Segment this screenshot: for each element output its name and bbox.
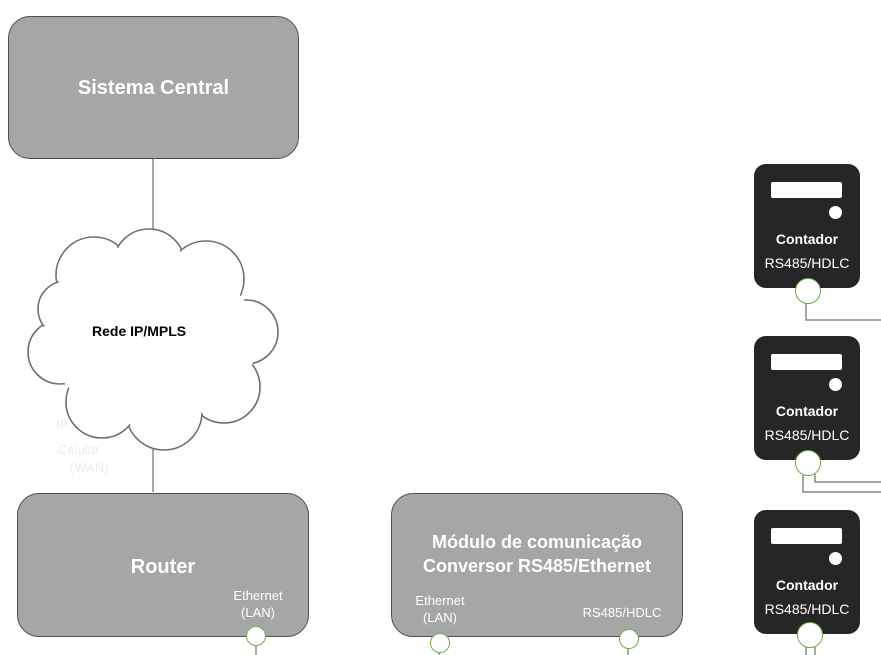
meter-2-button-icon (829, 378, 842, 391)
meter-3-port (797, 622, 823, 648)
central-system-title: Sistema Central (77, 77, 230, 99)
router-port-line1: Ethernet (233, 588, 283, 603)
meter-1: Contador RS485/HDLC (754, 164, 860, 288)
module-box: Módulo de comunicação Conversor RS485/Et… (391, 493, 683, 637)
meter-1-iface: RS485/HDLC (764, 255, 850, 271)
meter2-bus-line-b (814, 474, 881, 483)
meter-1-display (771, 182, 842, 198)
module-rs485-label: RS485/HDLC (582, 605, 662, 620)
module-ethernet-port (430, 633, 450, 653)
module-eth-label: Ethernet (LAN) (400, 592, 480, 626)
router-ethernet-port (246, 626, 266, 646)
meter-2-display (771, 354, 842, 370)
module-eth-line1: Ethernet (415, 593, 465, 608)
meter-1-name: Contador (775, 231, 839, 247)
wan-text-line3: (WAN) (70, 460, 109, 475)
central-system-box: Sistema Central (8, 16, 299, 159)
router-box: Router Ethernet (LAN) (17, 493, 309, 637)
router-title: Router (130, 556, 196, 578)
module-title-line2: Conversor RS485/Ethernet (422, 556, 652, 576)
meter1-bus-line (805, 303, 881, 321)
wan-text-line2: Celular (58, 442, 100, 457)
network-label: Rede IP/MPLS (92, 323, 187, 339)
module-rs485-port (619, 629, 639, 649)
meter-2-iface: RS485/HDLC (764, 427, 850, 443)
meter-3: Contador RS485/HDLC (754, 510, 860, 634)
wan-text-line1: IP (56, 417, 69, 432)
module-eth-line2: (LAN) (423, 610, 457, 625)
meter-3-display (771, 528, 842, 544)
meter-3-button-icon (829, 552, 842, 565)
meter-1-port (795, 278, 821, 304)
meter-2-name: Contador (775, 403, 839, 419)
router-port-label: Ethernet (LAN) (218, 587, 298, 621)
network-cloud-icon (27, 228, 279, 451)
meter-1-button-icon (829, 206, 842, 219)
meter-3-iface: RS485/HDLC (764, 601, 850, 617)
module-title-line1: Módulo de comunicação (431, 532, 643, 552)
router-port-line2: (LAN) (241, 605, 275, 620)
meter-2: Contador RS485/HDLC (754, 336, 860, 460)
meter-2-port (795, 450, 821, 476)
meter-3-name: Contador (775, 577, 839, 593)
meter2-bus-line-a (802, 474, 881, 493)
